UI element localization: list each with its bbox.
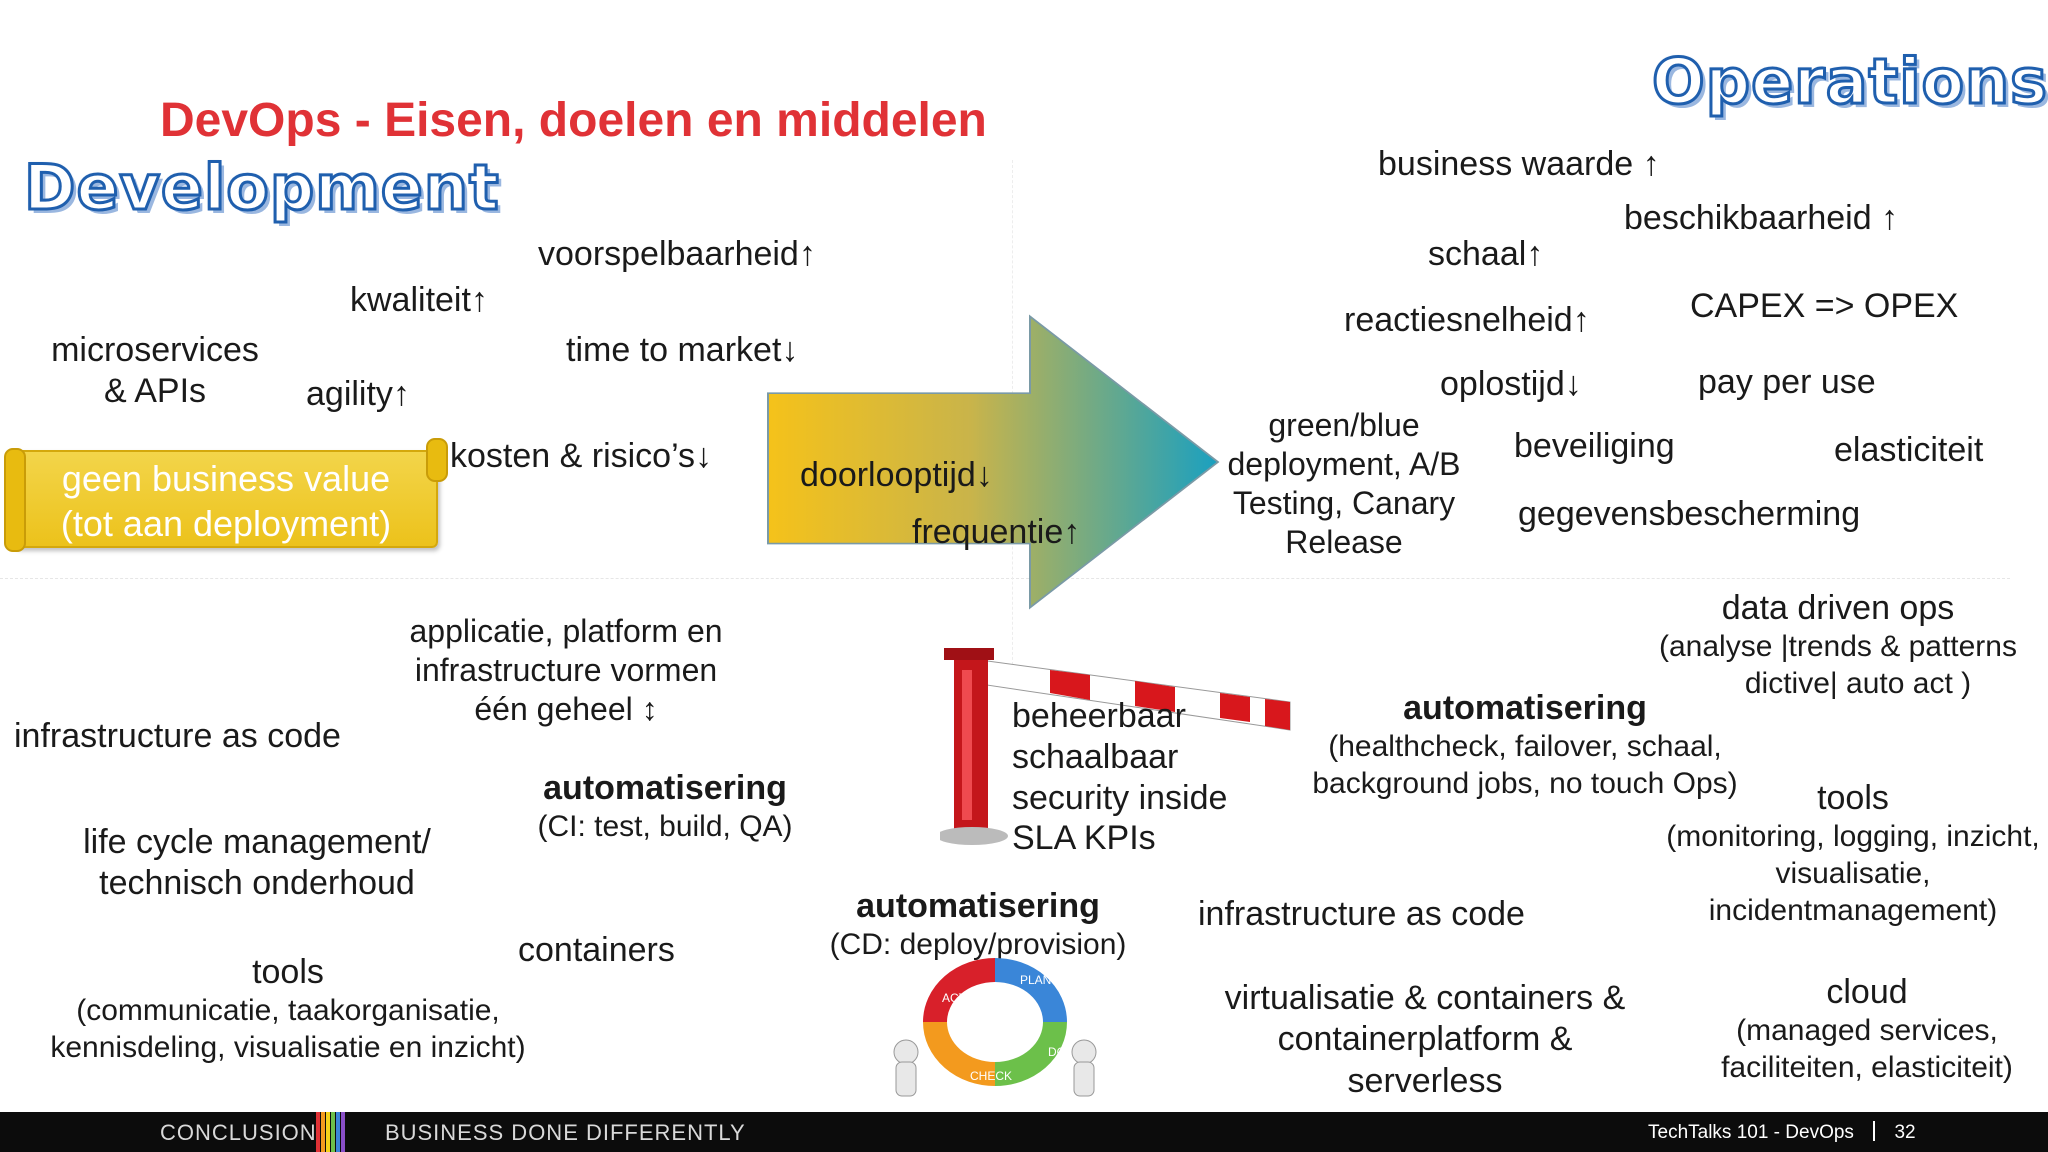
green-line2: deployment, A/B	[1227, 446, 1461, 483]
goal-time-to-market: time to market↓	[566, 331, 799, 369]
slide-title: DevOps - Eisen, doelen en middelen	[160, 94, 987, 147]
no-business-value-scroll: geen business value (tot aan deployment)	[4, 438, 448, 552]
platform-line2: infrastructure vormen	[414, 652, 718, 689]
lcm-line1: life cycle management/	[83, 823, 431, 861]
barrier-text: beheerbaar schaalbaar security inside SL…	[1012, 696, 1227, 859]
cloud-title: cloud	[1826, 973, 1908, 1011]
footer-conclusion: CONCLUSION	[160, 1120, 317, 1145]
footer-page-number: 32	[1894, 1122, 1916, 1143]
cd-auto-sub: (CD: deploy/provision)	[829, 928, 1127, 962]
barrier-gate-icon	[940, 648, 1291, 845]
ops-auto-line1: (healthcheck, failover, schaal,	[1328, 730, 1722, 764]
ops-tools-line1: (monitoring, logging, inzicht,	[1666, 820, 2040, 854]
arrow-doorlooptijd: doorlooptijd↓	[800, 456, 993, 494]
data-driven-ops: data driven ops (analyse |trends & patte…	[1640, 588, 2036, 703]
lcm-line2: technisch onderhoud	[99, 864, 415, 903]
ops-cloud: cloud (managed services, faciliteiten, e…	[1700, 972, 2034, 1087]
goal-kosten: kosten & risico’s↓	[450, 437, 713, 475]
ops-virtualisatie: virtualisatie & containers & containerpl…	[1190, 978, 1660, 1102]
pdca-cycle-icon: ACT PLAN DO CHECK	[893, 958, 1097, 1097]
goal-kwaliteit: kwaliteit↑	[350, 281, 488, 319]
goal-agility: agility↑	[306, 375, 410, 413]
cloud-line2: faciliteiten, elasticiteit)	[1721, 1051, 2013, 1085]
ops-auto-line2: background jobs, no touch Ops)	[1312, 767, 1738, 801]
footer-separator	[1873, 1121, 1876, 1141]
pdca-do: DO	[1048, 1045, 1066, 1059]
goal-beschikbaarheid: beschikbaarheid ↑	[1624, 199, 1899, 237]
ops-tools-line3: incidentmanagement)	[1708, 893, 1998, 927]
goal-voorspelbaarheid: voorspelbaarheid↑	[538, 235, 816, 273]
goal-microservices-line1: microservices	[51, 331, 259, 369]
barrier-line4: SLA KPIs	[1012, 819, 1156, 858]
green-line1: green/blue	[1268, 407, 1420, 443]
dev-tools-line1: (communicatie, taakorganisatie,	[76, 994, 500, 1028]
ops-tools-title: tools	[1817, 779, 1889, 817]
life-cycle-management: life cycle management/ technisch onderho…	[40, 822, 474, 905]
dev-auto-sub: (CI: test, build, QA)	[537, 810, 793, 844]
dev-containers: containers	[518, 931, 675, 969]
goal-beveiliging: beveiliging	[1514, 427, 1675, 465]
virt-line3: serverless	[1347, 1061, 1503, 1100]
footer-brand: CONCLUSION BUSINESS DONE DIFFERENTLY	[160, 1120, 746, 1147]
ops-auto-title: automatisering	[1403, 689, 1647, 727]
brand-stripes-icon	[316, 1112, 345, 1152]
platform-geheel: applicatie, platform en infrastructure v…	[380, 612, 752, 729]
cd-automatisering: automatisering (CD: deploy/provision)	[808, 886, 1148, 964]
ops-tools: tools (monitoring, logging, inzicht, vis…	[1648, 778, 2048, 929]
barrier-line1: beheerbaar	[1012, 697, 1186, 735]
scroll-text: geen business value (tot aan deployment)	[16, 456, 436, 546]
goal-capex-opex: CAPEX => OPEX	[1690, 287, 1959, 325]
horizontal-divider	[0, 578, 2010, 579]
ddo-line2: dictive| auto act )	[1744, 667, 1972, 701]
goal-business-waarde: business waarde ↑	[1378, 145, 1660, 183]
goal-reactiesnelheid: reactiesnelheid↑	[1344, 301, 1590, 339]
flow-arrow	[767, 314, 1220, 610]
development-heading: Development	[23, 150, 501, 226]
ops-infrastructure-as-code: infrastructure as code	[1198, 895, 1525, 933]
pdca-plan: PLAN	[1020, 973, 1051, 987]
green-line3: Testing, Canary	[1232, 485, 1456, 522]
footer-right: TechTalks 101 - DevOps 32	[1648, 1121, 1916, 1144]
arrow-frequentie: frequentie↑	[912, 513, 1081, 551]
dev-infrastructure-as-code: infrastructure as code	[14, 717, 341, 755]
barrier-line3: security inside	[1012, 778, 1228, 817]
footer-talk-title: TechTalks 101 - DevOps	[1648, 1122, 1854, 1143]
operations-heading: Operations	[1650, 44, 2048, 120]
scroll-roll-right	[426, 438, 448, 482]
goal-schaal: schaal↑	[1428, 235, 1544, 273]
cd-auto-title: automatisering	[856, 887, 1100, 925]
goal-oplostijd: oplostijd↓	[1440, 365, 1582, 403]
virt-line1: virtualisatie & containers &	[1224, 979, 1626, 1017]
ops-tools-line2: visualisatie,	[1775, 857, 1931, 891]
virt-line2: containerplatform &	[1277, 1020, 1573, 1059]
scroll-roll-left	[4, 448, 26, 552]
dev-automatisering: automatisering (CI: test, build, QA)	[520, 768, 810, 846]
green-line4: Release	[1285, 524, 1403, 561]
dev-tools: tools (communicatie, taakorganisatie, ke…	[28, 952, 548, 1067]
scroll-line2: (tot aan deployment)	[60, 503, 392, 544]
dev-tools-title: tools	[252, 953, 324, 991]
pdca-act: ACT	[942, 991, 967, 1005]
barrier-line2: schaalbaar	[1012, 737, 1179, 776]
goal-pay-per-use: pay per use	[1698, 363, 1876, 401]
goal-gegevensbescherming: gegevensbescherming	[1518, 495, 1861, 533]
goal-microservices: microservices & APIs	[40, 330, 270, 413]
goal-elasticiteit: elasticiteit	[1834, 431, 1984, 469]
pdca-check: CHECK	[970, 1069, 1012, 1083]
scroll-line1: geen business value	[61, 458, 391, 499]
footer-tagline: BUSINESS DONE DIFFERENTLY	[384, 1120, 746, 1145]
ddo-title: data driven ops	[1721, 589, 1955, 627]
ddo-line1: (analyse |trends & patterns	[1659, 630, 2017, 664]
platform-line3: één geheel ↕	[474, 691, 658, 728]
platform-line1: applicatie, platform en	[409, 613, 723, 649]
dev-auto-title: automatisering	[543, 769, 787, 807]
cloud-line1: (managed services,	[1736, 1014, 1998, 1048]
dev-tools-line2: kennisdeling, visualisatie en inzicht)	[50, 1031, 526, 1065]
goal-microservices-line2: & APIs	[103, 372, 207, 411]
ops-automatisering: automatisering (healthcheck, failover, s…	[1290, 688, 1760, 803]
goal-green-blue: green/blue deployment, A/B Testing, Cana…	[1206, 406, 1482, 562]
